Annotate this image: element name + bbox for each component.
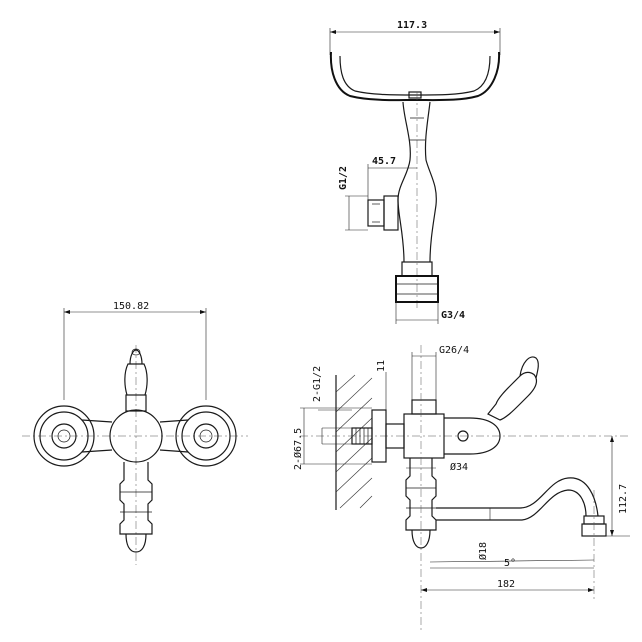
arrow <box>494 30 500 34</box>
cradle-joint <box>408 91 422 99</box>
spout-top <box>436 477 599 517</box>
top-width-label: 117.3 <box>397 20 427 31</box>
arrow <box>588 588 594 592</box>
handle-body <box>124 363 148 396</box>
arrow <box>421 588 427 592</box>
right-flange-mid <box>181 411 231 461</box>
offset-label: 45.7 <box>372 156 396 167</box>
height11-label: 11 <box>376 360 387 372</box>
cradle-outer <box>329 51 501 102</box>
length-label: 182 <box>497 579 515 590</box>
g26-label: G26/4 <box>439 345 469 356</box>
inlet-body <box>383 195 399 231</box>
side-view: G26/4 11 2-G1/2 2-Ø67.5 Ø34 Ø18 5° 182 <box>292 345 630 630</box>
d34-label: Ø34 <box>450 461 468 473</box>
left-flange-mid <box>39 411 89 461</box>
handle-base <box>125 394 147 412</box>
front-view: 150.82 <box>22 301 248 565</box>
angle-label: 5° <box>504 558 516 569</box>
arrow <box>64 310 70 314</box>
central-body <box>109 409 163 463</box>
spout-foot <box>125 533 147 553</box>
wall-hatch <box>335 374 373 509</box>
outlet-label: G3/4 <box>441 310 465 321</box>
g12-label: 2-G1/2 <box>312 366 323 402</box>
left-flange-inner <box>51 423 77 449</box>
arrow <box>610 436 614 442</box>
left-flange-core <box>57 429 71 443</box>
stem-left-edge <box>397 101 411 263</box>
inlet-label: G1/2 <box>338 166 349 190</box>
side-handle <box>487 371 538 421</box>
d18-label: Ø18 <box>477 542 489 560</box>
cradle-inner <box>339 55 491 96</box>
thread-marks <box>355 428 369 444</box>
arrow <box>330 30 336 34</box>
angle-ref-line <box>429 559 595 563</box>
outlet-nut <box>395 275 439 303</box>
d67-label: 2-Ø67.5 <box>292 428 304 470</box>
arrow <box>200 310 206 314</box>
stem-rings <box>409 117 425 141</box>
spout-bottom <box>436 489 587 521</box>
front-width-label: 150.82 <box>113 301 149 312</box>
right-flange-outer <box>175 405 237 467</box>
right-flange-core <box>199 429 213 443</box>
side-handle-tip <box>519 356 539 379</box>
top-view: 117.3 45.7 G1/2 G3/4 <box>329 20 501 324</box>
arrow <box>610 530 614 536</box>
handle-tip <box>129 349 143 365</box>
valve-dome <box>444 417 501 455</box>
valve-button <box>457 430 469 442</box>
top-nut <box>411 399 437 415</box>
height-label: 112.7 <box>618 484 629 514</box>
stem-right-edge <box>424 101 437 263</box>
wall-thread <box>351 427 373 445</box>
left-flange-outer <box>33 405 95 467</box>
right-flange-inner <box>193 423 219 449</box>
handle-cap <box>131 348 141 356</box>
right-arm <box>159 419 189 453</box>
left-arm <box>81 419 113 453</box>
